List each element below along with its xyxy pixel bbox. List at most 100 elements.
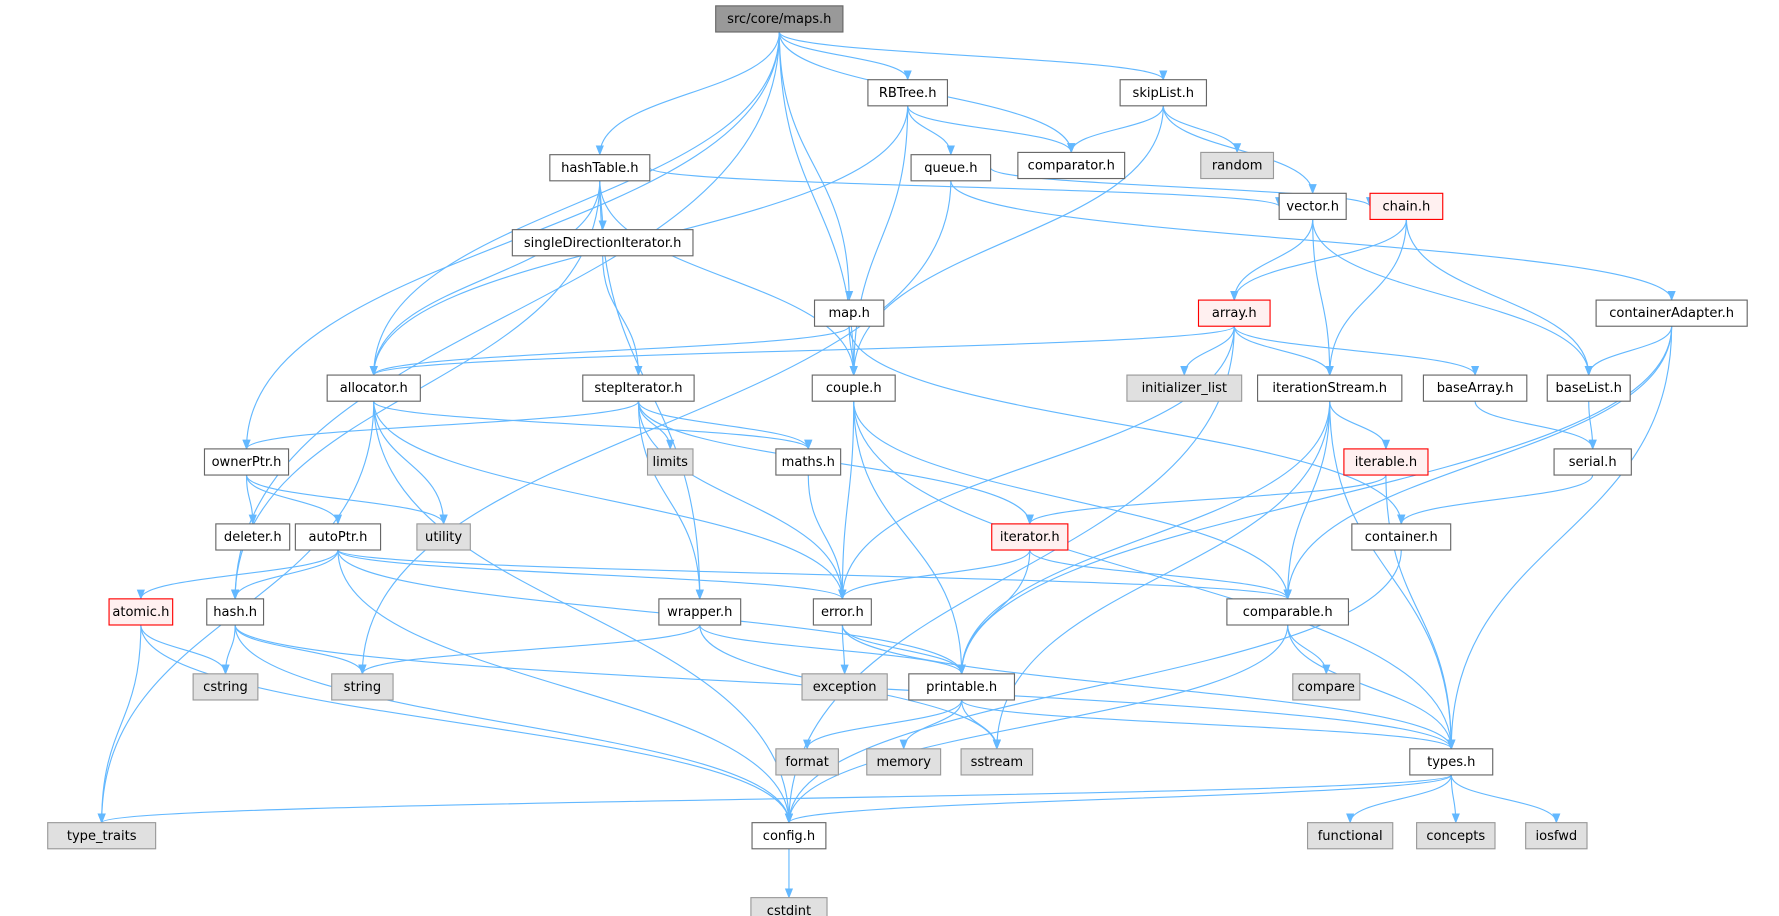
node-box[interactable] bbox=[511, 229, 694, 257]
node-box[interactable] bbox=[1595, 299, 1748, 327]
node-box[interactable] bbox=[192, 673, 259, 701]
node-iterationStream[interactable]: iterationStream.h bbox=[1257, 374, 1403, 402]
node-box[interactable] bbox=[812, 598, 872, 626]
node-maps[interactable]: src/core/maps.h bbox=[715, 5, 844, 33]
node-box[interactable] bbox=[1306, 822, 1394, 850]
node-box[interactable] bbox=[866, 748, 942, 776]
node-box[interactable] bbox=[1226, 598, 1350, 626]
node-box[interactable] bbox=[1197, 299, 1271, 327]
node-box[interactable] bbox=[751, 822, 827, 850]
node-vector[interactable]: vector.h bbox=[1278, 192, 1347, 221]
node-RBTree[interactable]: RBTree.h bbox=[867, 79, 949, 107]
node-wrapper[interactable]: wrapper.h bbox=[658, 598, 742, 626]
node-box[interactable] bbox=[1546, 374, 1631, 402]
node-container[interactable]: container.h bbox=[1351, 523, 1452, 551]
node-types[interactable]: types.h bbox=[1409, 748, 1494, 776]
node-atomic[interactable]: atomic.h bbox=[108, 598, 174, 626]
node-box[interactable] bbox=[801, 673, 888, 701]
node-box[interactable] bbox=[331, 673, 394, 701]
node-box[interactable] bbox=[108, 598, 174, 626]
node-box[interactable] bbox=[1126, 374, 1243, 402]
node-box[interactable] bbox=[750, 897, 828, 916]
node-maths[interactable]: maths.h bbox=[775, 448, 842, 476]
node-couple[interactable]: couple.h bbox=[811, 374, 896, 402]
node-box[interactable] bbox=[294, 523, 382, 551]
node-box[interactable] bbox=[715, 5, 844, 33]
node-queue[interactable]: queue.h bbox=[910, 154, 992, 182]
node-box[interactable] bbox=[203, 448, 290, 476]
node-box[interactable] bbox=[775, 448, 842, 476]
node-ownerPtr[interactable]: ownerPtr.h bbox=[203, 448, 290, 476]
node-skipList[interactable]: skipList.h bbox=[1119, 79, 1208, 107]
node-iterator[interactable]: iterator.h bbox=[991, 523, 1069, 551]
node-deleter[interactable]: deleter.h bbox=[215, 523, 291, 551]
node-box[interactable] bbox=[811, 374, 896, 402]
node-containerAdapter[interactable]: containerAdapter.h bbox=[1595, 299, 1748, 327]
node-stepIterator[interactable]: stepIterator.h bbox=[582, 374, 695, 402]
node-singleDirectionIterator[interactable]: singleDirectionIterator.h bbox=[511, 229, 694, 257]
node-cstring[interactable]: cstring bbox=[192, 673, 259, 701]
node-config[interactable]: config.h bbox=[751, 822, 827, 850]
node-box[interactable] bbox=[1525, 822, 1588, 850]
node-compare[interactable]: compare bbox=[1292, 673, 1361, 701]
node-hash[interactable]: hash.h bbox=[206, 598, 265, 626]
node-initializer_list[interactable]: initializer_list bbox=[1126, 374, 1243, 402]
node-cstdint[interactable]: cstdint bbox=[750, 897, 828, 916]
node-exception[interactable]: exception bbox=[801, 673, 888, 701]
node-box[interactable] bbox=[908, 673, 1016, 701]
node-concepts[interactable]: concepts bbox=[1416, 822, 1496, 850]
node-box[interactable] bbox=[549, 154, 651, 182]
node-box[interactable] bbox=[215, 523, 291, 551]
node-comparable[interactable]: comparable.h bbox=[1226, 598, 1350, 626]
node-box[interactable] bbox=[813, 299, 885, 327]
node-box[interactable] bbox=[1017, 151, 1126, 180]
node-box[interactable] bbox=[47, 822, 157, 850]
node-array[interactable]: array.h bbox=[1197, 299, 1271, 327]
node-box[interactable] bbox=[658, 598, 742, 626]
node-box[interactable] bbox=[1343, 448, 1429, 476]
node-allocator[interactable]: allocator.h bbox=[326, 374, 421, 402]
node-comparator[interactable]: comparator.h bbox=[1017, 151, 1126, 180]
node-box[interactable] bbox=[867, 79, 949, 107]
node-error[interactable]: error.h bbox=[812, 598, 872, 626]
node-box[interactable] bbox=[1553, 448, 1632, 476]
node-box[interactable] bbox=[1292, 673, 1361, 701]
node-box[interactable] bbox=[775, 748, 839, 776]
node-box[interactable] bbox=[416, 523, 471, 551]
node-baseArray[interactable]: baseArray.h bbox=[1422, 374, 1528, 402]
node-box[interactable] bbox=[326, 374, 421, 402]
node-box[interactable] bbox=[1369, 192, 1444, 221]
node-iterable[interactable]: iterable.h bbox=[1343, 448, 1429, 476]
node-format[interactable]: format bbox=[775, 748, 839, 776]
node-limits[interactable]: limits bbox=[646, 448, 694, 476]
node-box[interactable] bbox=[1422, 374, 1528, 402]
node-box[interactable] bbox=[646, 448, 694, 476]
node-utility[interactable]: utility bbox=[416, 523, 471, 551]
node-printable[interactable]: printable.h bbox=[908, 673, 1016, 701]
node-baseList[interactable]: baseList.h bbox=[1546, 374, 1631, 402]
node-iosfwd[interactable]: iosfwd bbox=[1525, 822, 1588, 850]
node-type_traits[interactable]: type_traits bbox=[47, 822, 157, 850]
node-box[interactable] bbox=[1257, 374, 1403, 402]
node-memory[interactable]: memory bbox=[866, 748, 942, 776]
node-box[interactable] bbox=[582, 374, 695, 402]
node-box[interactable] bbox=[991, 523, 1069, 551]
node-random[interactable]: random bbox=[1200, 151, 1275, 180]
node-box[interactable] bbox=[1351, 523, 1452, 551]
node-box[interactable] bbox=[206, 598, 265, 626]
node-sstream[interactable]: sstream bbox=[960, 748, 1034, 776]
node-autoPtr[interactable]: autoPtr.h bbox=[294, 523, 382, 551]
node-map[interactable]: map.h bbox=[813, 299, 885, 327]
node-box[interactable] bbox=[1278, 192, 1347, 221]
node-box[interactable] bbox=[1416, 822, 1496, 850]
node-box[interactable] bbox=[1119, 79, 1208, 107]
node-chain[interactable]: chain.h bbox=[1369, 192, 1444, 221]
node-hashTable[interactable]: hashTable.h bbox=[549, 154, 651, 182]
node-box[interactable] bbox=[1200, 151, 1275, 180]
node-functional[interactable]: functional bbox=[1306, 822, 1394, 850]
node-string[interactable]: string bbox=[331, 673, 394, 701]
node-serial[interactable]: serial.h bbox=[1553, 448, 1632, 476]
node-box[interactable] bbox=[910, 154, 992, 182]
node-box[interactable] bbox=[960, 748, 1034, 776]
node-box[interactable] bbox=[1409, 748, 1494, 776]
